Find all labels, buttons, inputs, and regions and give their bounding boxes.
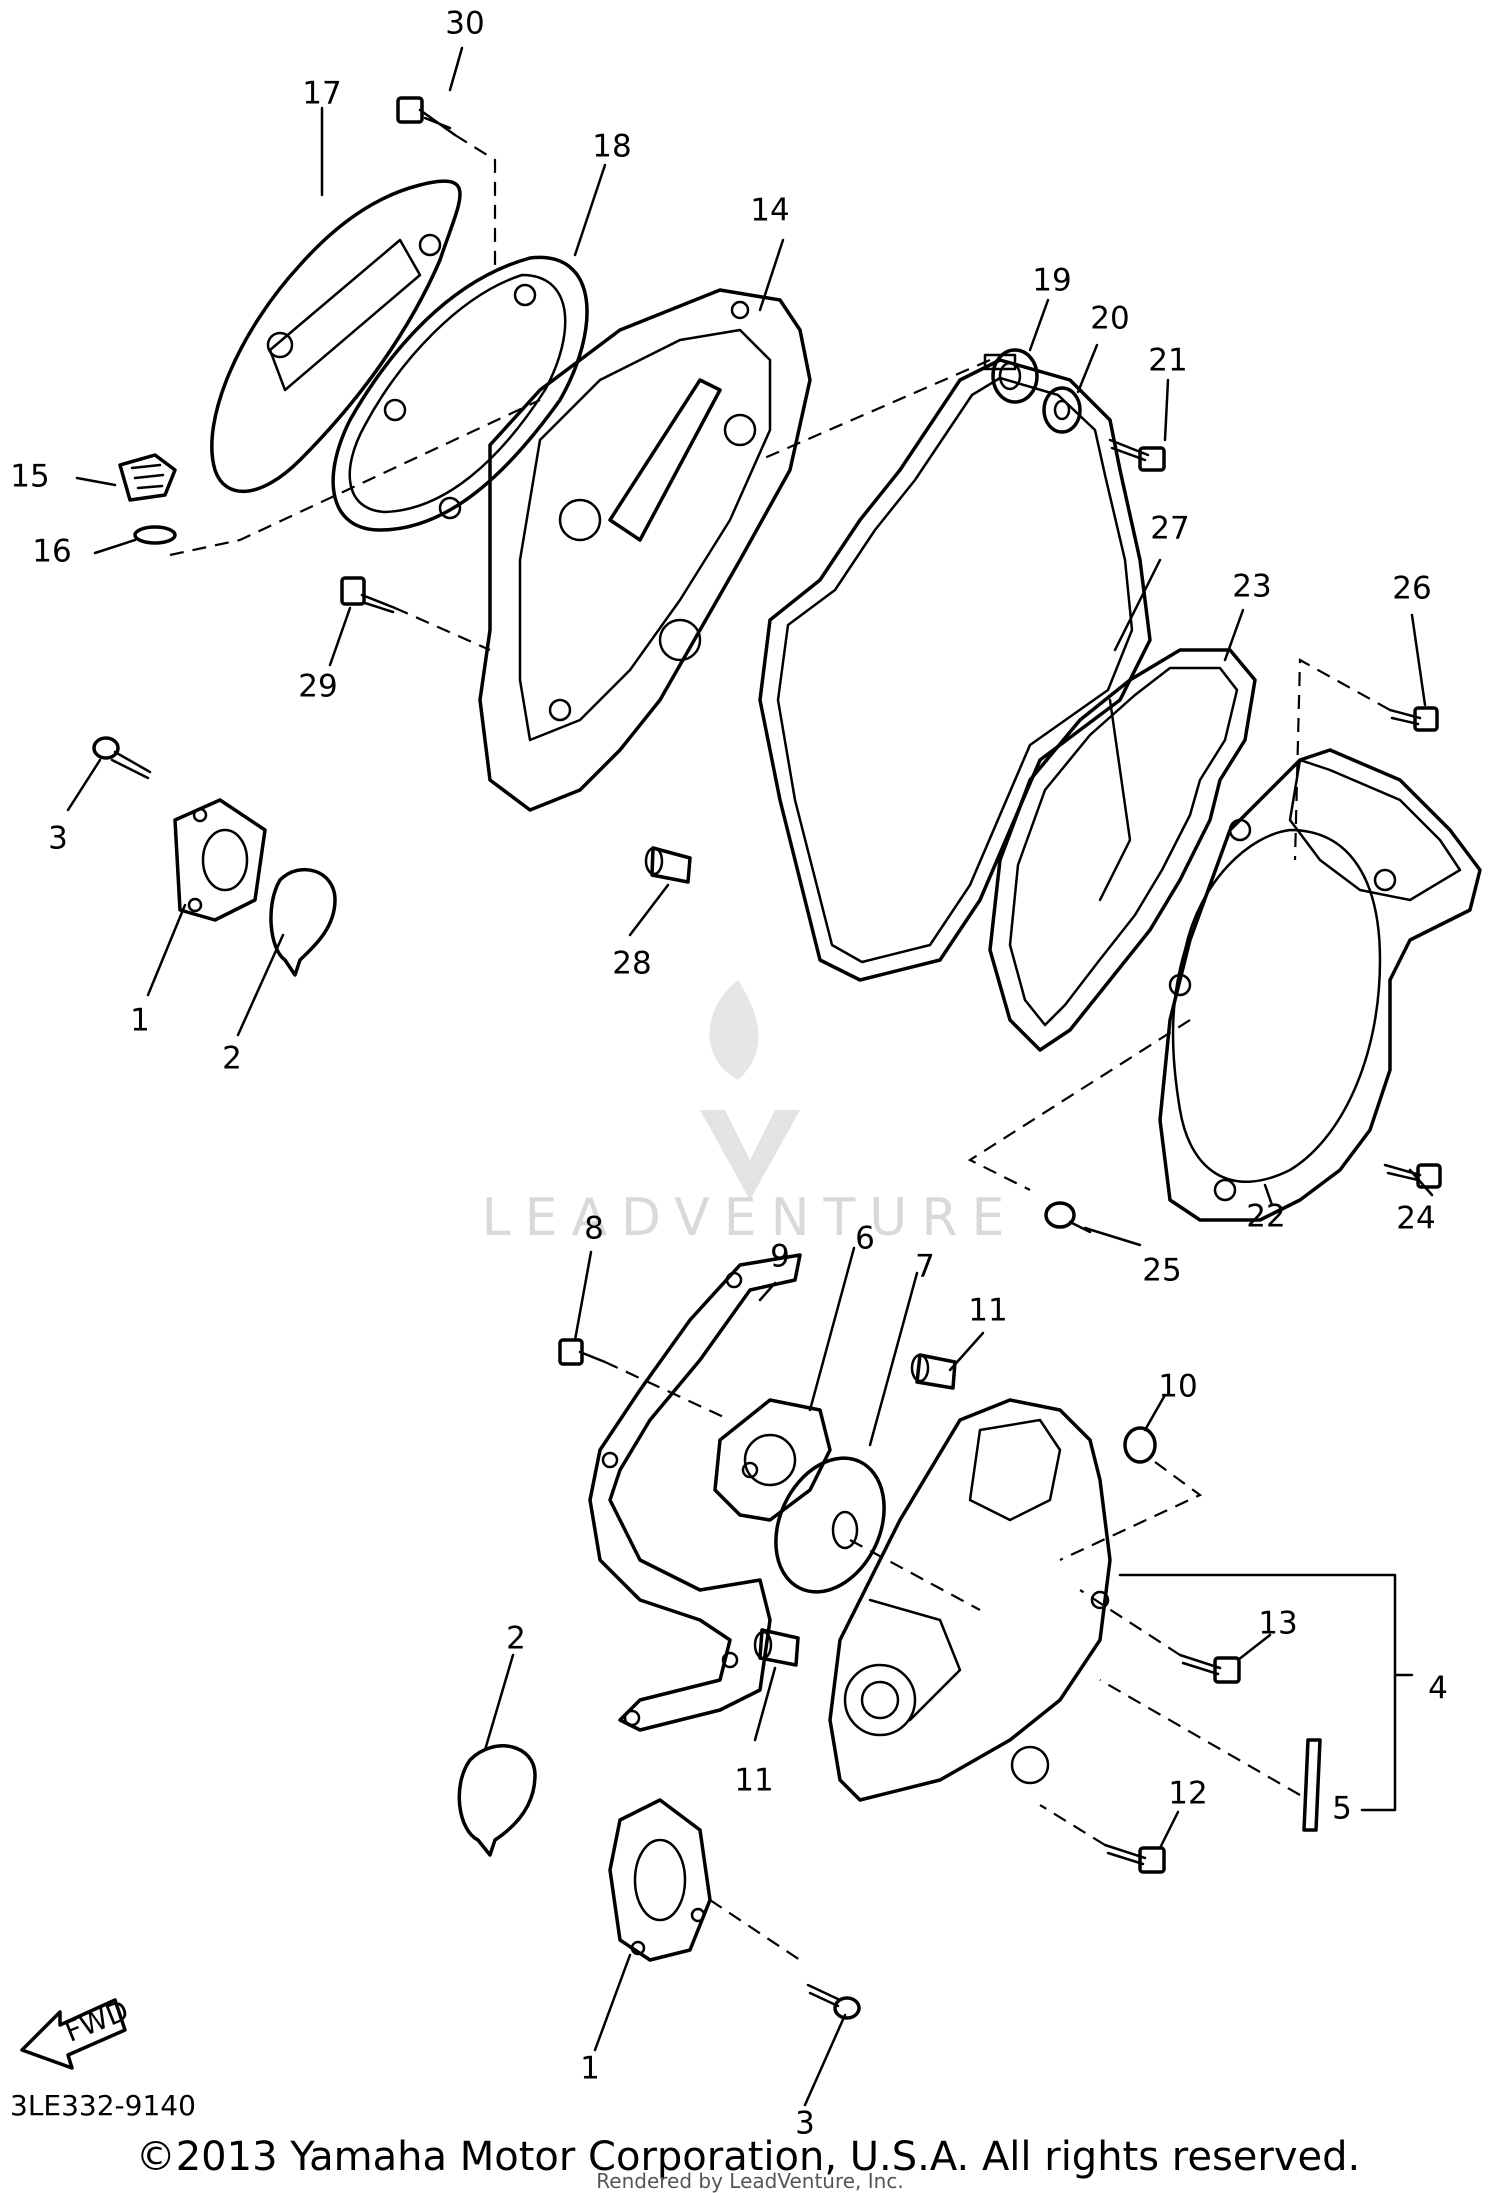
- callout-2-bottom: 2: [506, 1621, 526, 1657]
- gasket-27: [758, 353, 1152, 982]
- generator-cover-22: [1158, 748, 1482, 1222]
- callout-7: 7: [915, 1249, 935, 1285]
- callout-13: 13: [1258, 1606, 1297, 1642]
- callout-5: 5: [1332, 1791, 1352, 1827]
- washer-10: [1123, 1426, 1157, 1464]
- leader-19: [759, 358, 991, 462]
- o-ring-16: [133, 525, 177, 545]
- callout-26: 26: [1392, 571, 1431, 607]
- callouts: 30 17 18 14 19 20 21 15 16 27 23 26 29 3…: [10, 6, 1448, 2142]
- callout-28: 28: [612, 946, 651, 982]
- cover-1-bottom: [608, 1798, 801, 1962]
- dowel-28: [644, 846, 692, 884]
- gasket-23: [988, 648, 1257, 1052]
- leader-5: [1099, 1679, 1301, 1796]
- callout-8: 8: [584, 1211, 604, 1247]
- bolt-13: [1079, 1589, 1241, 1684]
- callout-12: 12: [1168, 1776, 1207, 1812]
- callout-10: 10: [1158, 1369, 1197, 1405]
- callout-21: 21: [1148, 343, 1187, 379]
- screw-3-top: [92, 736, 152, 780]
- callout-9: 9: [770, 1239, 790, 1275]
- gasket-2-bottom: [457, 1744, 537, 1857]
- bolt-29: [340, 576, 491, 652]
- cover-1-top: [173, 798, 267, 922]
- clutch-cover-14: [478, 288, 812, 812]
- rendered-by-text: Rendered by LeadVenture, Inc.: [596, 2169, 903, 2193]
- callout-15: 15: [10, 459, 49, 495]
- callout-27: 27: [1150, 511, 1189, 547]
- callout-14: 14: [750, 193, 789, 229]
- bolt-25: [1044, 1201, 1092, 1234]
- callout-1-top: 1: [130, 1003, 150, 1039]
- fwd-arrow-icon: FWD: [20, 1994, 133, 2070]
- copyright-text: ©2013 Yamaha Motor Corporation, U.S.A. A…: [136, 2134, 1361, 2180]
- callout-16: 16: [32, 534, 71, 570]
- bolt-12: [1039, 1804, 1166, 1874]
- leader-10: [1059, 1461, 1203, 1561]
- callout-4: 4: [1428, 1671, 1448, 1707]
- leader-25: [967, 1019, 1191, 1191]
- watermark-brand: LEADVENTURE: [482, 1188, 1019, 1248]
- callout-22: 22: [1246, 1199, 1285, 1235]
- diagram-part-number: 3LE332-9140: [10, 2089, 196, 2122]
- callout-1-bottom: 1: [580, 2051, 600, 2087]
- callout-19: 19: [1032, 263, 1071, 299]
- callout-30: 30: [445, 6, 484, 42]
- cover-plate-17: [210, 179, 462, 493]
- callout-3-top: 3: [48, 821, 68, 857]
- housing-6: [713, 1398, 832, 1522]
- bolt-30: [396, 96, 497, 270]
- callout-23: 23: [1232, 569, 1271, 605]
- callout-17: 17: [302, 76, 341, 112]
- gasket-9: [588, 1253, 802, 1732]
- callout-leaders: [66, 46, 1434, 2107]
- crankcase-cover-4: [828, 1398, 1112, 1802]
- leader-15-16: [169, 399, 541, 557]
- bracket-4-5: [1118, 1573, 1414, 1812]
- callout-2-top: 2: [222, 1041, 242, 1077]
- dowel-11-bottom: [753, 1628, 800, 1667]
- gasket-2-top: [269, 868, 337, 977]
- callout-20: 20: [1090, 301, 1129, 337]
- callout-11-top: 11: [968, 1293, 1007, 1329]
- callout-25: 25: [1142, 1253, 1181, 1289]
- plate-7: [774, 1456, 981, 1611]
- bolt-26: [1293, 658, 1439, 861]
- callout-24: 24: [1396, 1201, 1435, 1237]
- watermark: LEADVENTURE: [482, 980, 1019, 1248]
- callout-3-bottom: 3: [795, 2106, 815, 2142]
- callout-29: 29: [298, 669, 337, 705]
- callout-6: 6: [855, 1221, 875, 1257]
- dowel-11-top: [910, 1353, 957, 1390]
- gasket-18: [331, 255, 589, 532]
- label-5: [1302, 1738, 1322, 1832]
- callout-11-bottom: 11: [734, 1763, 773, 1799]
- oil-cap-15: [118, 453, 177, 502]
- bolt-8: [558, 1338, 731, 1421]
- bolt-24: [1383, 1163, 1442, 1189]
- callout-18: 18: [592, 129, 631, 165]
- washer-20: [1042, 386, 1082, 434]
- screw-3-bottom: [806, 1983, 861, 2020]
